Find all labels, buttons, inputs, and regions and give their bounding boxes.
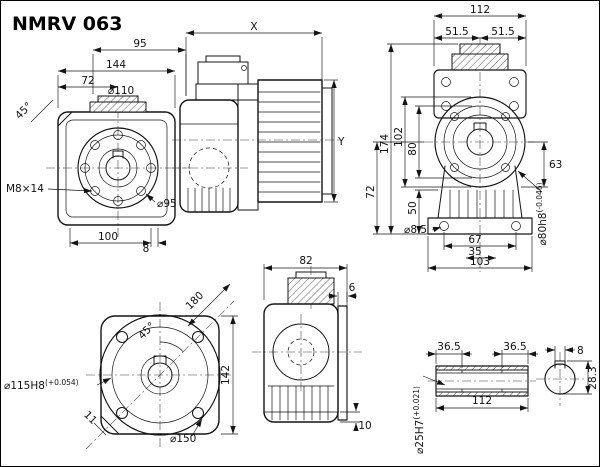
dia-95-label: ⌀95: [157, 198, 177, 210]
side-motor-dimensions: X Y: [185, 21, 345, 203]
thread-m8x14-label: M8×14: [6, 183, 44, 195]
dim-142-label: 142: [220, 365, 232, 385]
foot-hole-right: [511, 221, 521, 231]
dim-67-label: 67: [468, 234, 481, 246]
dim-10-label: 10: [358, 420, 371, 432]
housing-circle: [434, 96, 526, 188]
dim-63-label: 63: [549, 159, 562, 171]
dia-25h7-label: ⌀25H7(+0.021): [412, 386, 426, 454]
flange-circle: [77, 127, 159, 209]
dim-82-label: 82: [299, 255, 312, 267]
dim-112-label: 112: [472, 395, 492, 407]
shaft-section-geometry: [428, 352, 584, 406]
flange-square-outline: [100, 315, 220, 435]
flange-150-circle: [99, 314, 221, 436]
input-flange-section: [89, 101, 147, 113]
dia-115h8-label: ⌀115H8(+0.054): [4, 378, 79, 392]
view-rear: 112 51.5 51.5 174 102 80 72 50: [365, 4, 562, 272]
side-dimensions: 82 6 10: [263, 255, 372, 432]
dim-28-3-label: 28.3: [587, 366, 599, 389]
motor-flange: [433, 69, 527, 119]
dim-100-label: 100: [98, 231, 118, 243]
output-flange-geometry: [85, 300, 235, 450]
dim-y-label: Y: [337, 136, 345, 148]
view-shaft-sections: 36.5 36.5 112 ⌀25H7(+0.021) 8 28.3: [412, 341, 599, 454]
drawing-title: NMRV 063: [12, 13, 122, 35]
shaft-section-dimensions: 36.5 36.5 112 ⌀25H7(+0.021) 8 28.3: [412, 341, 599, 454]
dim-6-label: 6: [349, 282, 356, 294]
dia-150-label: ⌀150: [170, 433, 196, 445]
dim-72-label: 72: [365, 185, 377, 198]
dim-35-label: 35: [468, 246, 481, 258]
dim-36-5-right-label: 36.5: [503, 341, 526, 353]
dia-110-label: ⌀110: [108, 85, 134, 97]
dim-112-label: 112: [470, 4, 490, 16]
output-flange-dimensions: 180 45° ⌀115H8(+0.054) 11 ⌀150 142: [4, 283, 238, 445]
output-bore: [105, 155, 131, 181]
mounting-base: [427, 217, 533, 235]
dim-8-label: 8: [577, 345, 584, 357]
rear-dimensions: 112 51.5 51.5 174 102 80 72 50: [365, 4, 562, 272]
dim-50-label: 50: [407, 201, 419, 214]
view-output-flange: 180 45° ⌀115H8(+0.054) 11 ⌀150 142: [4, 283, 238, 450]
dia-80h8-label: ⌀80h8(-0.046): [535, 182, 549, 245]
spigot-115-circle: [111, 326, 209, 424]
output-bore: [147, 362, 173, 388]
dim-72-label: 72: [81, 75, 94, 87]
output-spigot-circle: [443, 105, 517, 179]
dim-36-5-left-label: 36.5: [437, 341, 460, 353]
dim-174-label: 174: [379, 134, 391, 154]
dim-8-label: 8: [143, 243, 150, 255]
dim-102-label: 102: [393, 127, 405, 147]
dim-x-label: X: [250, 21, 257, 33]
output-flange-edge: [337, 305, 348, 421]
input-boss-section: [287, 277, 335, 305]
dim-80-label: 80: [407, 142, 419, 155]
front-face-geometry: [46, 92, 192, 240]
keyway-slot: [554, 360, 566, 369]
dim-144-label: 144: [106, 59, 126, 71]
dim-95-label: 95: [133, 38, 146, 50]
dim-51-5-right-label: 51.5: [491, 26, 514, 38]
side-geometry: [252, 266, 362, 423]
view-front-face: 95 144 72 ⌀110 45° M8×14 ⌀95 100 8: [6, 38, 192, 255]
corner-chamfer: [100, 415, 120, 435]
view-side-with-motor: X Y: [172, 21, 345, 213]
view-side: 82 6 10: [252, 255, 372, 432]
side-motor-geometry: [172, 55, 342, 213]
bore-circle: [544, 363, 576, 395]
dim-103-label: 103: [470, 256, 490, 268]
dim-51-5-left-label: 51.5: [445, 26, 468, 38]
rear-geometry: [424, 38, 536, 272]
dia-8-5-label: ⌀8.5: [404, 224, 427, 236]
foot-hole-left: [439, 221, 449, 231]
